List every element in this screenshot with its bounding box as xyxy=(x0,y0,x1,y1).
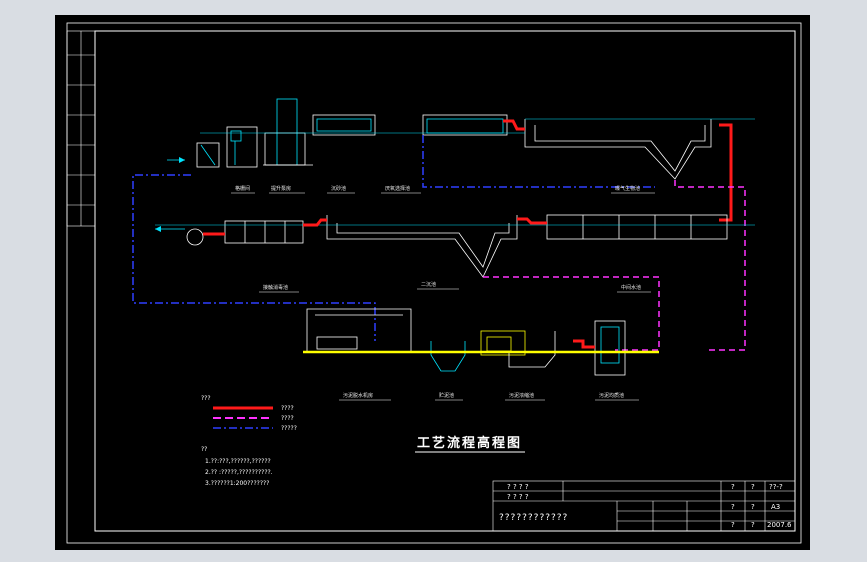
label-disinfection: 接触消毒池 xyxy=(263,284,288,291)
tb-cell-1: ? xyxy=(731,483,735,491)
sheet-border xyxy=(66,22,802,544)
tb-cell-5: ? xyxy=(751,503,755,511)
note-line-3: 3.??????1:200??????? xyxy=(205,480,269,487)
tb-cell-7: ? xyxy=(731,521,735,529)
note-line-2: 2.?? :?????,??????????. xyxy=(205,469,273,476)
cad-viewport[interactable]: 格栅间 提升泵房 沉砂池 厌氧选择池 曝气生物池 xyxy=(55,15,810,550)
tb-cell-8: ? xyxy=(751,521,755,529)
tb-cell-9: 2007.6 xyxy=(767,521,792,529)
label-sludge-thickener: 污泥浓缩池 xyxy=(509,392,534,399)
drawing-title: 工艺流程高程图 xyxy=(417,435,522,451)
drawing-frame xyxy=(94,30,796,532)
binding-strip xyxy=(66,30,96,227)
label-pump-house: 提升泵房 xyxy=(271,185,291,192)
pressure-pipe-row3 xyxy=(573,339,595,349)
notes-heading: ?? xyxy=(201,446,207,453)
tb-row-2: ? ? ? ? xyxy=(507,493,529,501)
tb-project-name: ???????????? xyxy=(499,513,568,523)
label-secondary-clarifier: 二沉池 xyxy=(421,281,436,288)
note-line-1: 1.??:???,??????,?????? xyxy=(205,458,271,465)
label-aeration-tank: 曝气生物池 xyxy=(615,185,640,192)
tb-row-1: ? ? ? ? xyxy=(507,483,529,491)
label-screen-room: 格栅间 xyxy=(235,185,250,192)
pressure-pipe-row2b xyxy=(303,218,327,227)
pressure-pipe-row1 xyxy=(503,119,525,131)
tb-cell-2: ? xyxy=(751,483,755,491)
legend-label-air: ????? xyxy=(281,425,297,432)
title-block xyxy=(492,480,796,532)
legend: ??? ???? ???? ????? xyxy=(201,395,297,432)
title-block-text: ? ? ? ? ? ? ? ? ???????????? ? ? ??-? ? … xyxy=(499,483,792,529)
label-dewatering-house: 污泥脱水机房 xyxy=(343,392,373,399)
pressure-pipe-row2c xyxy=(517,217,547,225)
row3-labels: 污泥脱水机房 贮泥池 污泥浓缩池 污泥均质池 xyxy=(339,392,639,401)
row3-structures xyxy=(306,308,626,376)
tb-cell-4: ? xyxy=(731,503,735,511)
legend-heading: ??? xyxy=(201,395,211,402)
label-sludge-homogenizer: 污泥均质池 xyxy=(599,392,624,399)
air-line-main xyxy=(132,174,376,341)
sludge-return-line-1 xyxy=(674,180,746,351)
tb-cell-3: ??-? xyxy=(769,483,783,491)
label-anaerobic-selector: 厌氧选择池 xyxy=(385,185,410,192)
pressure-pipe-riser xyxy=(719,123,733,222)
row2-structures xyxy=(155,214,755,278)
notes: ?? 1.??:???,??????,?????? 2.?? :?????,??… xyxy=(201,446,273,487)
label-intermediate-tank: 中间水池 xyxy=(621,284,641,291)
sludge-line-2 xyxy=(483,276,660,351)
row1-labels: 格栅间 提升泵房 沉砂池 厌氧选择池 曝气生物池 xyxy=(231,185,655,194)
row2-labels: 接触消毒池 二沉池 中间水池 xyxy=(259,281,651,293)
label-sludge-storage: 贮泥池 xyxy=(439,392,454,399)
process-elevation-drawing: 格栅间 提升泵房 沉砂池 厌氧选择池 曝气生物池 xyxy=(66,22,802,544)
air-line-row1 xyxy=(422,135,655,188)
row1-structures xyxy=(167,98,755,180)
legend-label-pressure: ???? xyxy=(281,405,294,412)
tb-cell-6: A3 xyxy=(771,503,780,511)
label-grit-chamber: 沉砂池 xyxy=(331,185,346,192)
legend-label-sludge: ???? xyxy=(281,415,294,422)
